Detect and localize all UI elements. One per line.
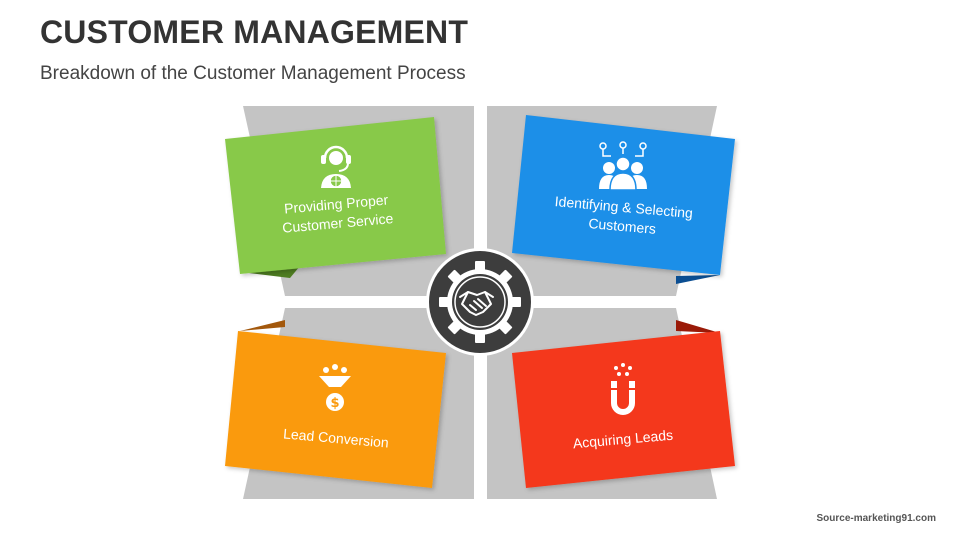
customer-service-headset-icon xyxy=(321,145,351,188)
card-customer-service xyxy=(225,117,446,274)
connected-users-icon xyxy=(599,141,647,191)
fold-top-right xyxy=(676,275,720,284)
page-subtitle: Breakdown of the Customer Management Pro… xyxy=(40,63,466,84)
fold-bottom-left xyxy=(240,320,285,331)
card-identifying-customers xyxy=(512,115,735,275)
fold-bottom-right xyxy=(676,320,720,333)
svg-text:$: $ xyxy=(330,396,339,411)
source-credit: Source-marketing91.com xyxy=(816,513,937,524)
magnet-icon xyxy=(611,363,635,415)
page-title: CUSTOMER MANAGEMENT xyxy=(40,14,469,50)
gear-handshake-icon xyxy=(426,248,534,356)
funnel-dollar-icon: $ xyxy=(319,364,351,411)
